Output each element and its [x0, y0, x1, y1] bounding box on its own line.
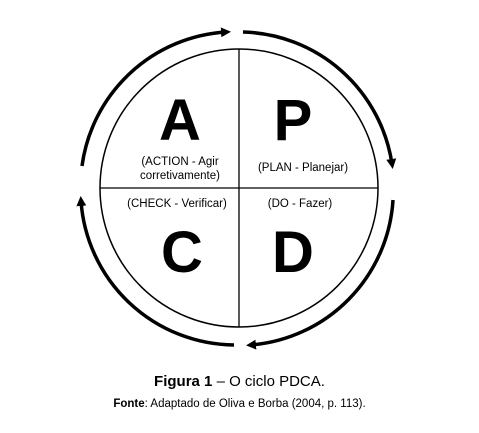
quadrant-d-label: (DO - Fazer): [268, 198, 333, 210]
quadrant-a-letter: A: [159, 88, 201, 153]
figure-source: Fonte: Adaptado de Oliva e Borba (2004, …: [0, 398, 479, 410]
quadrant-a-label-line1: (ACTION - Agir: [141, 156, 218, 168]
cycle-arrow-right-bottom: [246, 199, 395, 350]
quadrant-a-label-line2: corretivamente): [140, 170, 220, 182]
source-label: Fonte: [113, 398, 145, 410]
figure-label: Figura 1: [154, 373, 213, 390]
cycle-arrow-bottom-left: [76, 196, 235, 347]
quadrant-p-label: (PLAN - Planejar): [258, 162, 348, 174]
quadrant-c-label: (CHECK - Verificar): [127, 198, 227, 210]
figure-caption: Figura 1 – O ciclo PDCA.: [0, 373, 479, 390]
quadrant-d-letter: D: [272, 220, 314, 285]
cycle-arrow-left-top: [80, 27, 231, 167]
cycle-arrow-top-right: [242, 30, 397, 169]
quadrant-c-letter: C: [161, 220, 203, 285]
figure-title: – O ciclo PDCA.: [212, 373, 325, 390]
quadrant-p-letter: P: [274, 88, 313, 153]
pdca-cycle-diagram: A (ACTION - Agir corretivamente) P (PLAN…: [76, 27, 397, 350]
source-text: : Adaptado de Oliva e Borba (2004, p. 11…: [144, 398, 366, 410]
